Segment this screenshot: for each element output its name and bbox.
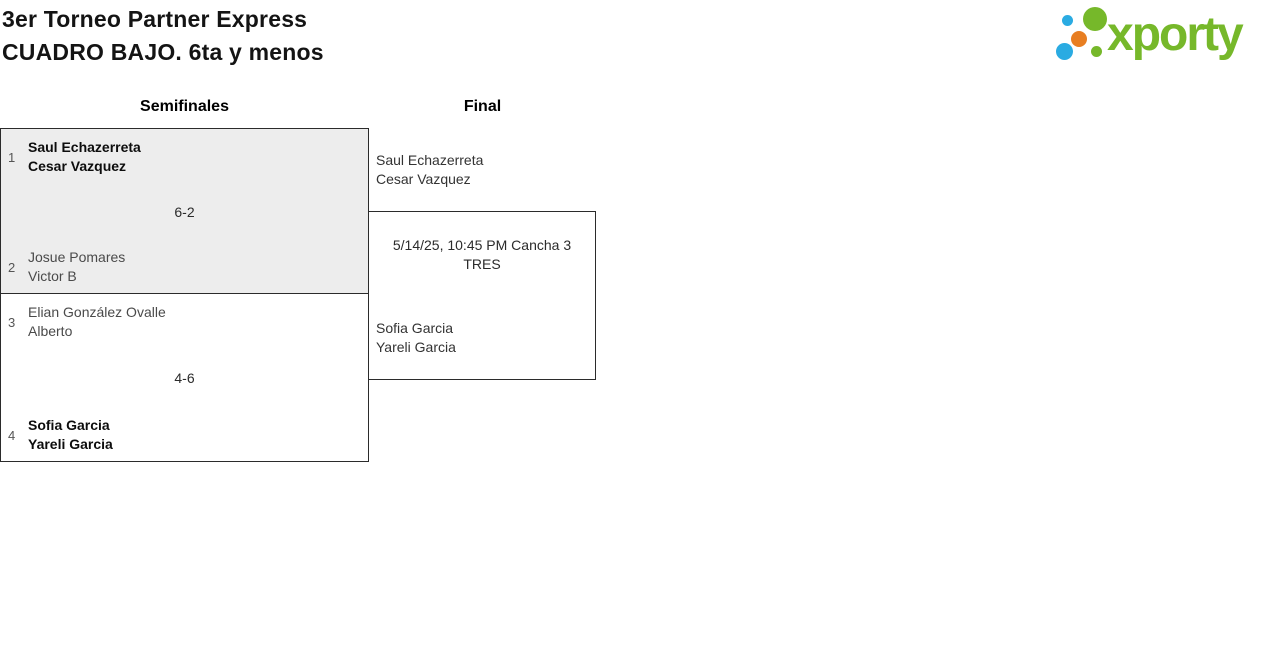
player-name: Saul Echazerreta — [28, 139, 141, 155]
seed-number: 1 — [8, 149, 16, 165]
round-header-final: Final — [463, 98, 502, 115]
team-names: Sofia Garcia Yareli Garcia — [20, 416, 113, 454]
seed-number: 3 — [8, 314, 16, 330]
player-name: Cesar Vazquez — [28, 158, 127, 174]
match-court-name: TRES — [463, 256, 501, 272]
tournament-category: CUADRO BAJO. 6ta y menos — [2, 39, 324, 65]
team-names: Josue Pomares Victor B — [20, 248, 125, 286]
round-header-semifinals: Semifinales — [140, 98, 229, 115]
player-name: Elian González Ovalle — [28, 304, 166, 320]
team-slot[interactable]: 2 Josue Pomares Victor B — [1, 248, 368, 286]
player-name: Yareli Garcia — [28, 436, 113, 452]
final-match-box[interactable] — [368, 211, 596, 380]
player-name: Yareli Garcia — [376, 339, 456, 355]
final-team-bottom[interactable]: Sofia Garcia Yareli Garcia — [376, 319, 588, 357]
logo-dot-icon — [1071, 31, 1087, 47]
final-team-top[interactable]: Saul Echazerreta Cesar Vazquez — [376, 151, 588, 189]
match-score: 6-2 — [174, 203, 195, 220]
team-names: Saul Echazerreta Cesar Vazquez — [20, 138, 141, 176]
player-name: Cesar Vazquez — [376, 171, 471, 187]
team-slot[interactable]: 1 Saul Echazerreta Cesar Vazquez — [1, 138, 368, 176]
logo-dot-icon — [1056, 43, 1073, 60]
match-score: 4-6 — [174, 370, 195, 386]
seed-number: 2 — [8, 259, 16, 275]
team-names: Elian González Ovalle Alberto — [20, 303, 166, 341]
xporty-logo[interactable]: xporty — [1050, 0, 1280, 70]
player-name: Saul Echazerreta — [376, 152, 484, 168]
player-name: Josue Pomares — [28, 249, 126, 265]
player-name: Victor B — [28, 268, 77, 284]
page-title: 3er Torneo Partner Express CUADRO BAJO. … — [2, 3, 324, 69]
match-final[interactable]: Saul Echazerreta Cesar Vazquez 5/14/25, … — [368, 0, 596, 400]
tournament-bracket: Semifinales Final 1 Saul Echazerreta Ces… — [0, 0, 640, 480]
team-slot[interactable]: 4 Sofia Garcia Yareli Garcia — [1, 416, 368, 454]
logo-wordmark: xporty — [1107, 8, 1244, 61]
player-name: Alberto — [28, 323, 73, 339]
tournament-name: 3er Torneo Partner Express — [2, 6, 308, 32]
match-semifinal-1[interactable]: 1 Saul Echazerreta Cesar Vazquez 6-2 2 J… — [0, 128, 369, 294]
logo-dot-icon — [1083, 7, 1107, 31]
match-schedule: 5/14/25, 10:45 PM Cancha 3 TRES — [368, 236, 596, 274]
player-name: Sofia Garcia — [376, 320, 454, 336]
match-datetime-court: 5/14/25, 10:45 PM Cancha 3 — [392, 237, 572, 253]
logo-dot-icon — [1062, 15, 1073, 26]
match-semifinal-2[interactable]: 3 Elian González Ovalle Alberto 4-6 4 So… — [0, 293, 369, 462]
team-slot[interactable]: 3 Elian González Ovalle Alberto — [1, 303, 368, 341]
logo-dot-icon — [1091, 46, 1102, 57]
player-name: Sofia Garcia — [28, 417, 110, 433]
seed-number: 4 — [8, 427, 16, 443]
